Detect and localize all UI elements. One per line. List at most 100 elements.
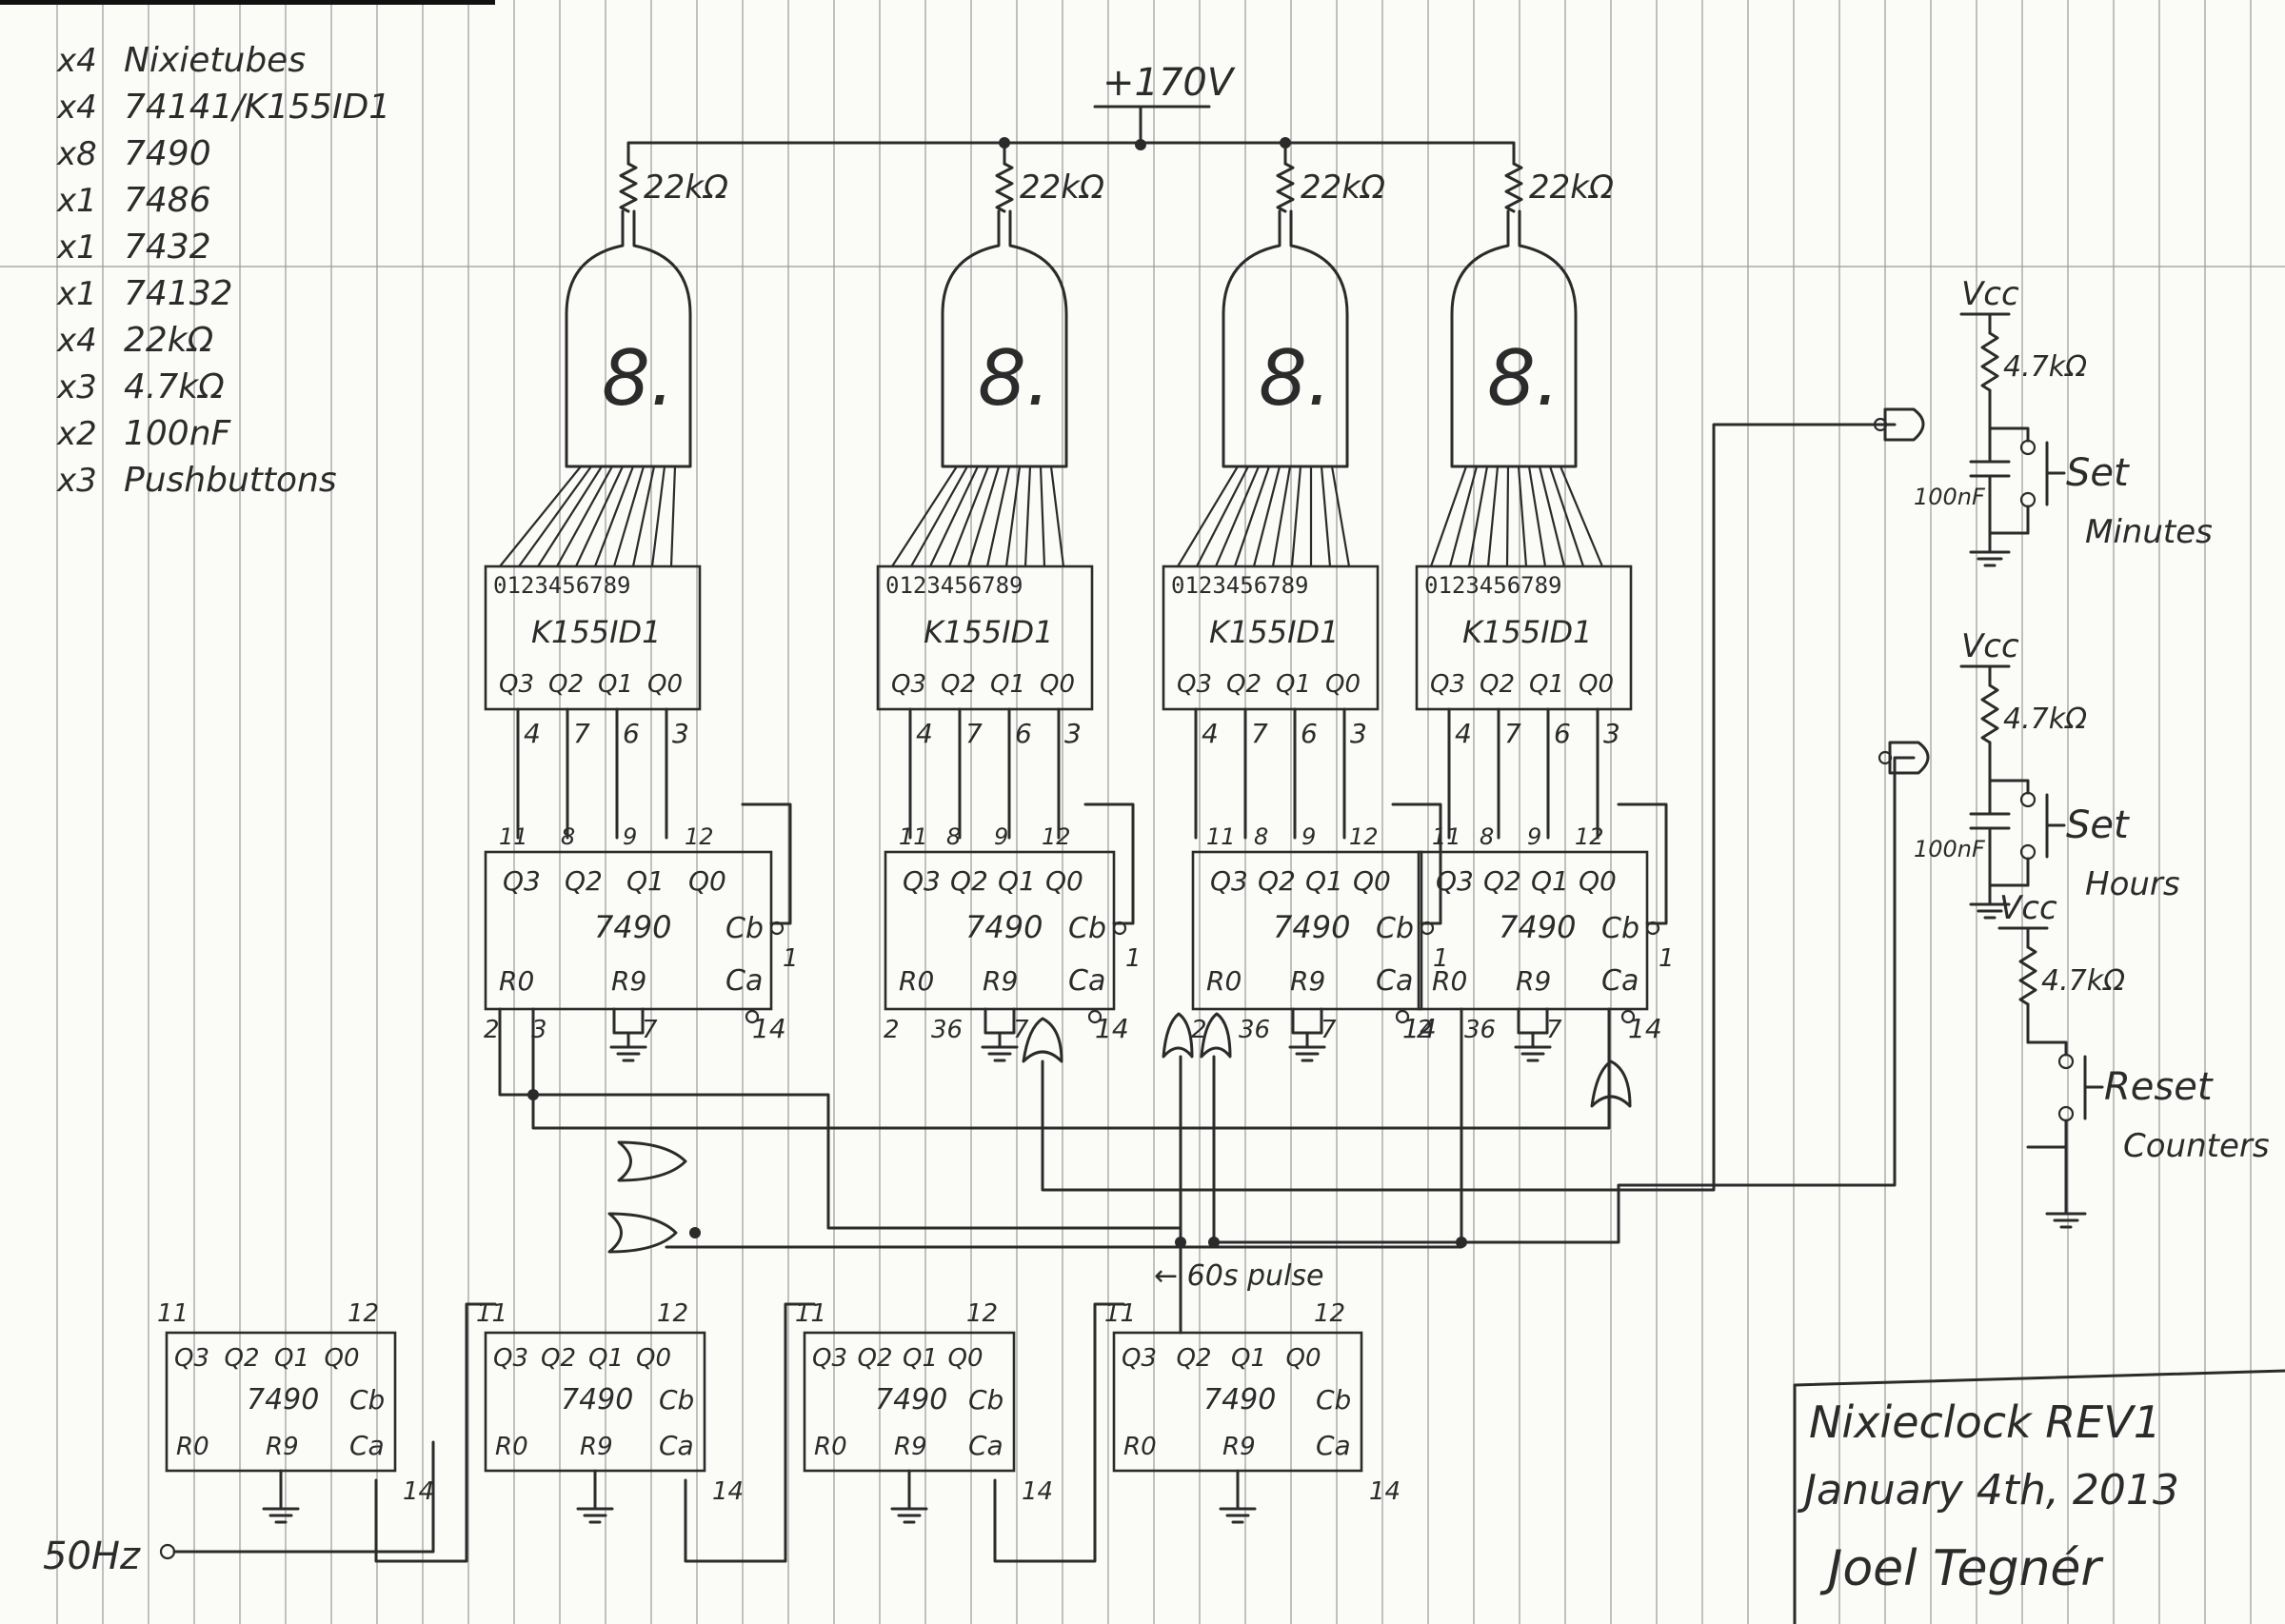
pushbutton-circuits: Vcc4.7kΩSetMinutes100nFVcc4.7kΩSetHours1… [1914,275,2270,1229]
bom-qty: x1 [56,228,97,267]
tube-lead [1517,465,1528,567]
nixie-tube [565,209,692,468]
bom-qty: x8 [56,135,97,173]
counter-pin-num: 14 [1022,1477,1053,1506]
bus-wire [1041,423,1897,1192]
tube-lead [1271,465,1292,567]
xor-gate-icon [1590,1060,1632,1108]
counter-output: Q3 [174,1344,209,1373]
counter-output: Q0 [1579,865,1617,897]
pulse-label: ← 60s pulse [1154,1259,1324,1293]
counter-pin-num: 12 [966,1299,998,1328]
counter-output: Q2 [1177,1344,1212,1373]
k155id1-chip [1162,564,1380,711]
counter-output: Q2 [541,1344,576,1373]
counter-r9: R9 [611,965,646,997]
counter-ca: Ca [968,1430,1003,1461]
counter-output: Q2 [225,1344,260,1373]
counter-output: Q3 [1210,865,1248,897]
pullup-label: 4.7kΩ [2003,350,2087,384]
counter-pin-num: 11 [1206,823,1236,850]
driver-pin-row: 0123456789 [493,572,631,599]
driver-pin-num: 7 [1504,718,1521,749]
driver-output: Q1 [990,670,1025,699]
tube-lead [1252,465,1282,567]
counter-pin-num: 2 [1191,1016,1207,1044]
resistor-icon [1276,162,1295,213]
junction-dot [1175,1237,1186,1248]
driver-pin-row: 0123456789 [1424,572,1562,599]
counter-r0: R0 [1432,965,1467,997]
counter-ca: Ca [349,1430,385,1461]
counter-output: Q1 [626,865,665,897]
counter-cb: Cb [1601,912,1639,945]
resistor-icon [1504,162,1523,213]
ground-link [1517,1007,1549,1035]
tube-lead [1467,465,1489,567]
driver-pin-num: 3 [1350,718,1367,749]
tube-lead [650,465,666,567]
or-gate-icon [1200,1012,1232,1059]
driver-pin-num: 4 [1455,718,1472,749]
driver-pin-num: 7 [1251,718,1268,749]
counter-pin-num: 7 [1321,1016,1337,1044]
tube-lead [985,465,1011,567]
counter-name: 7490 [1203,1383,1276,1416]
title-line-3: Joel Tegnér [1819,1540,2104,1597]
resistor-label: 22kΩ [1301,168,1385,207]
counter-cb: Cb [1068,912,1106,945]
ground-link [1291,1007,1323,1035]
cb-feedback-wire [1391,802,1442,925]
counter-pin-num: 7 [1013,1016,1029,1044]
chain-wire [993,1302,1125,1563]
driver-output: Q2 [941,670,976,699]
counter-pin-num: 1 [1659,944,1675,973]
counter-ca: Ca [725,964,763,998]
driver-name: K155ID1 [531,614,662,650]
tube-lead [537,465,603,567]
wiring [262,423,1916,1563]
bus-wire [531,1007,1611,1130]
driver-pin-num: 6 [1301,718,1318,749]
tube-lead [947,465,990,567]
counter-output: Q0 [1045,865,1083,897]
tube-lead [891,465,958,567]
counter-name: 7490 [1273,909,1350,945]
pullup-label: 4.7kΩ [2003,703,2087,736]
driver-output: Q3 [891,670,926,699]
tube-lead [631,465,656,567]
clock-input: 50Hz [43,1440,435,1578]
tube-lead [1448,465,1479,567]
counter-name: 7490 [965,909,1043,945]
counter-r0: R0 [499,965,534,997]
supply-label: +170V [1103,61,1236,105]
counter-output: Q3 [1122,1344,1157,1373]
driver-pin-num: 4 [916,718,933,749]
nixie-tube [941,209,1068,468]
tube-lead [612,465,646,567]
tube-lead [1023,465,1032,567]
counter-output: Q2 [858,1344,893,1373]
driver-output: Q2 [548,670,584,699]
tube-digit: 8. [978,334,1050,423]
title-line-2: January 4th, 2013 [1797,1466,2179,1515]
counter-pin-num: 12 [348,1299,379,1328]
junction-dot [689,1227,701,1238]
tube-lead [1538,465,1566,567]
bom-qty: x4 [56,89,97,127]
or-gate-icon [607,1212,678,1254]
resistor-icon [1980,331,1999,392]
counter-pin-num: 14 [1369,1477,1401,1506]
counter-pin-num: 12 [1575,823,1604,850]
counter-cb: Cb [349,1384,385,1416]
counter-output: Q1 [274,1344,309,1373]
bom-item: 7486 [124,181,211,220]
counter-pin-num: 2 [484,1016,500,1044]
counter-output: Q3 [812,1344,847,1373]
counter-r9: R9 [1290,965,1325,997]
driver-pin-num: 6 [623,718,640,749]
counter-output: Q0 [325,1344,360,1373]
counter-pin-num: 7 [1546,1016,1562,1044]
